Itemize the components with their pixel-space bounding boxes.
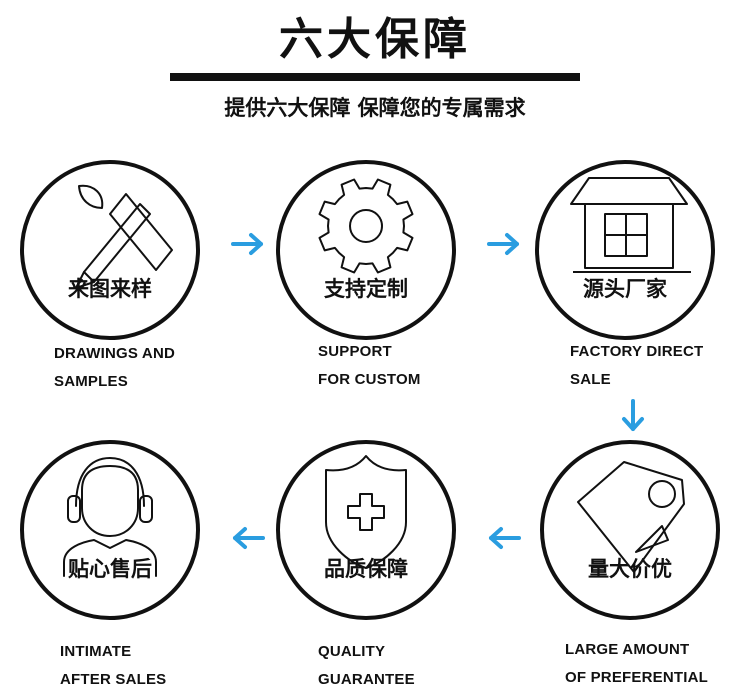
- guarantee-title: 量大价优: [588, 557, 672, 581]
- title-underline: [170, 73, 580, 81]
- guarantee-subtitle-line: LARGE AMOUNT: [565, 641, 690, 658]
- guarantee-circle-price: 量大价优: [540, 440, 720, 620]
- page-title: 六大保障: [279, 14, 471, 65]
- guarantee-title: 贴心售后: [68, 557, 152, 581]
- guarantee-subtitle: FACTORY DIRECT SALE: [570, 338, 703, 394]
- guarantee-subtitle: LARGE AMOUNT OF PREFERENTIAL: [565, 636, 708, 692]
- arrow-down-icon: [622, 399, 644, 431]
- drawing-tools-icon: [75, 184, 173, 289]
- guarantee-subtitle-line: GUARANTEE: [318, 671, 415, 688]
- guarantee-subtitle: SUPPORT FOR CUSTOM: [318, 338, 421, 394]
- guarantee-subtitle-line: FOR CUSTOM: [318, 371, 421, 388]
- guarantee-circle-custom: 支持定制: [276, 160, 456, 340]
- guarantee-subtitle-line: SALE: [570, 371, 611, 388]
- guarantee-subtitle-line: DRAWINGS AND: [54, 345, 176, 362]
- arrow-right-icon: [487, 233, 519, 255]
- guarantee-title: 源头厂家: [583, 277, 667, 301]
- guarantee-circle-after-sales: 贴心售后: [20, 440, 200, 620]
- gear-icon: [318, 178, 414, 274]
- price-tag-icon: [577, 461, 685, 573]
- guarantee-subtitle: DRAWINGS AND SAMPLES: [54, 340, 175, 396]
- guarantee-subtitle: INTIMATE AFTER SALES: [60, 638, 166, 694]
- arrow-right-icon: [231, 233, 263, 255]
- guarantee-circle-quality: 品质保障: [276, 440, 456, 620]
- guarantee-title: 支持定制: [324, 277, 408, 301]
- arrow-left-icon: [489, 527, 521, 549]
- guarantee-title: 品质保障: [324, 557, 408, 581]
- guarantee-subtitle: QUALITY GUARANTEE: [318, 638, 415, 694]
- guarantee-circle-factory: 源头厂家: [535, 160, 715, 340]
- guarantee-subtitle-line: SUPPORT: [318, 343, 392, 360]
- headset-agent-icon: [63, 457, 157, 577]
- guarantee-circle-drawings: 来图来样: [20, 160, 200, 340]
- guarantee-title: 来图来样: [68, 277, 152, 301]
- guarantee-subtitle-line: FACTORY DIRECT: [570, 343, 704, 360]
- guarantee-subtitle-line: INTIMATE: [60, 643, 132, 660]
- guarantee-subtitle-line: AFTER SALES: [60, 671, 167, 688]
- guarantee-subtitle-line: QUALITY: [318, 643, 386, 660]
- guarantee-subtitle-line: SAMPLES: [54, 373, 128, 390]
- shield-plus-icon: [325, 455, 407, 569]
- page-subtitle: 提供六大保障 保障您的专属需求: [224, 96, 526, 120]
- factory-house-icon: [570, 177, 691, 273]
- guarantee-subtitle-line: OF PREFERENTIAL: [565, 669, 709, 686]
- arrow-left-icon: [233, 527, 265, 549]
